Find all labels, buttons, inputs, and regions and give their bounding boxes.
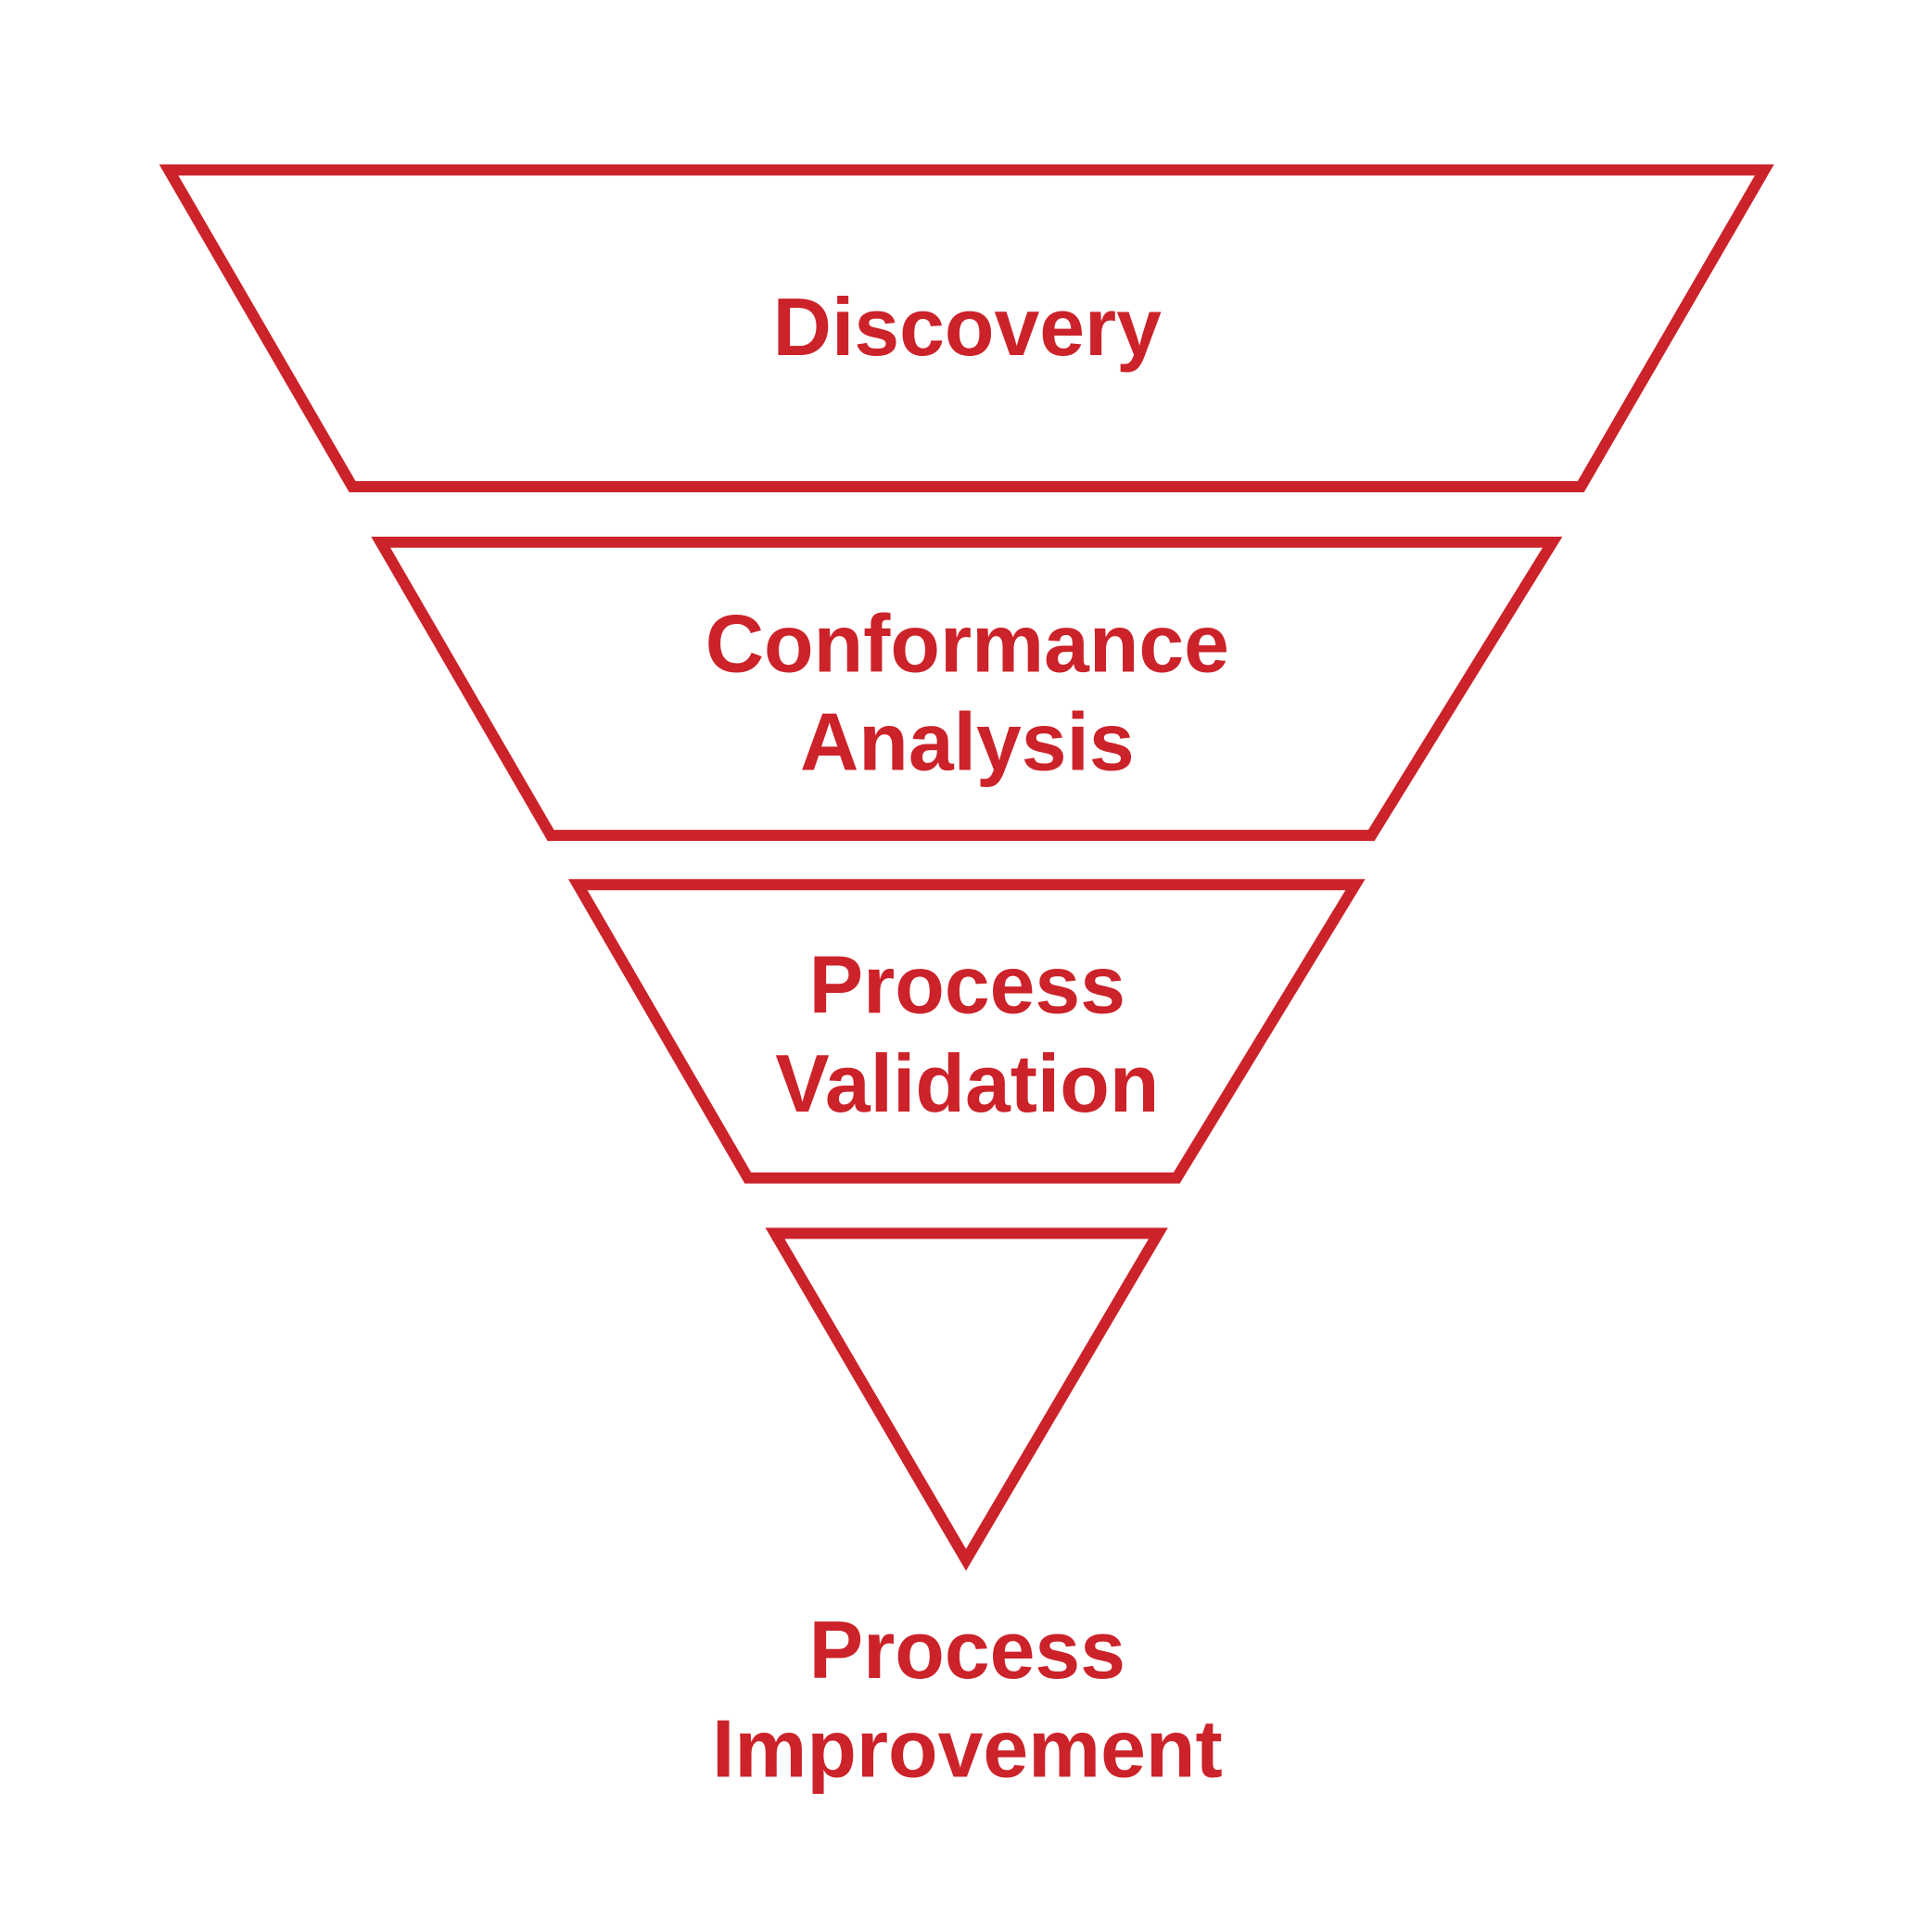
stage-conformance-analysis-shape <box>371 536 1563 842</box>
stage-discovery-label: Discovery <box>773 282 1163 373</box>
stage-process-improvement-shape <box>765 1227 1168 1571</box>
stage-validation-label-line2: Validation <box>775 1038 1159 1129</box>
stage-conformance-label-line1: Conformance <box>705 598 1229 689</box>
stage-process-validation-shape <box>567 879 1366 1184</box>
stage-discovery-shape <box>159 164 1774 492</box>
stage-improvement-label-line2: Improvement <box>712 1704 1223 1795</box>
stage-validation-label-line1: Process <box>809 940 1125 1031</box>
stage-improvement-label-line1: Process <box>809 1605 1125 1696</box>
stage-conformance-label-line2: Analysis <box>800 697 1135 788</box>
